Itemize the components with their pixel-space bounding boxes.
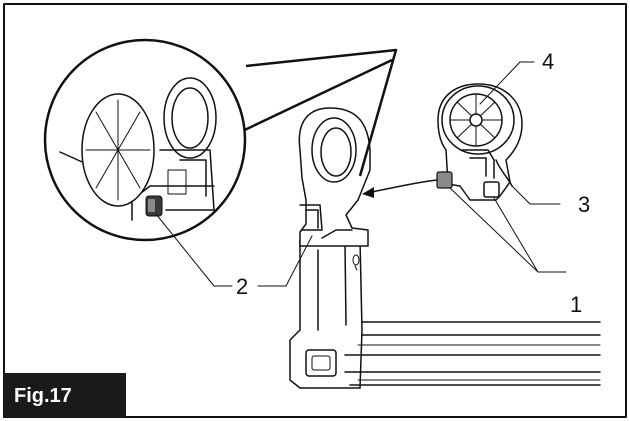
- leader-3: [511, 185, 561, 205]
- magnifier-pointer: [245, 48, 398, 177]
- leader-1b: [493, 197, 539, 273]
- callout-leaders: [155, 61, 567, 287]
- machine-base-block: [305, 349, 337, 377]
- figure-label: Fig.17: [4, 373, 126, 417]
- detail-magnifier: [43, 38, 398, 242]
- figure-label-text: Fig.17: [14, 385, 72, 407]
- leader-4: [479, 61, 535, 105]
- machine-frame: [289, 239, 601, 389]
- callout-4: 4: [542, 49, 554, 74]
- leader-1a: [449, 187, 567, 273]
- move-arrow: [371, 179, 438, 193]
- callout-3: 3: [578, 192, 590, 217]
- callout-1: 1: [570, 292, 582, 317]
- leader-2b: [257, 235, 313, 287]
- move-arrow-head: [362, 187, 374, 198]
- holder-center: [298, 107, 371, 247]
- holder-right-hub: [469, 113, 483, 127]
- magnifier-content: [59, 77, 217, 221]
- holder-right-disc: [441, 85, 515, 155]
- holder-right: [436, 83, 523, 201]
- part-block-right-a: [436, 171, 453, 189]
- callout-2: 2: [236, 274, 248, 299]
- figure-label-bg: [4, 373, 126, 417]
- part-block-right-b: [483, 181, 500, 198]
- machine-left-post: [289, 239, 361, 389]
- figure-border: [3, 3, 627, 418]
- leader-2a: [155, 213, 233, 287]
